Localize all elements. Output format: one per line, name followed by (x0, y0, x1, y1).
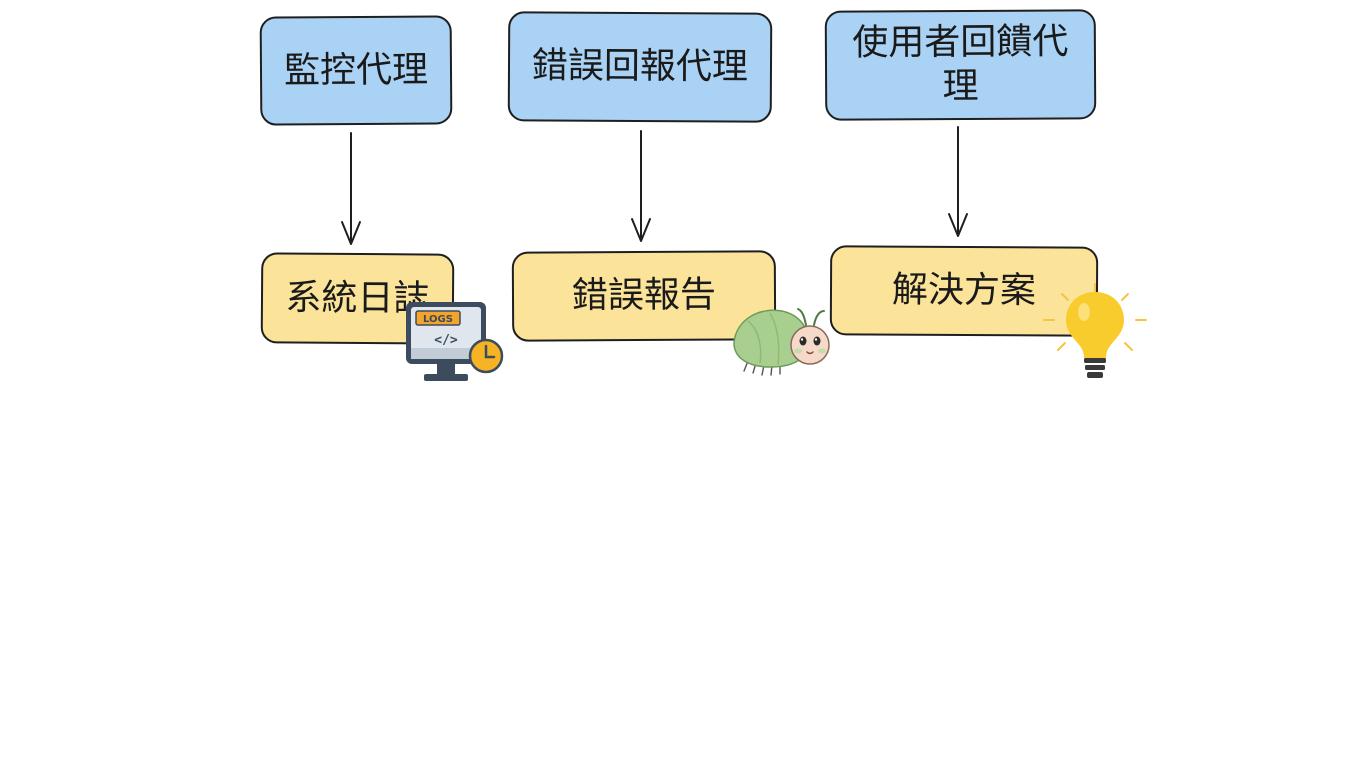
bug-icon (733, 308, 830, 376)
arrow-error-to-report (631, 130, 651, 242)
node-label: 使用者回饋代理 (852, 21, 1069, 108)
user-feedback-agent-node: 使用者回饋代理 (824, 9, 1097, 121)
node-label: 監控代理 (283, 48, 429, 92)
lightbulb-icon (1043, 283, 1147, 378)
arrow-feedback-to-solution (948, 126, 968, 237)
clock-icon (468, 338, 504, 374)
node-label: 解決方案 (891, 269, 1037, 312)
arrow-monitor-to-logs (341, 132, 361, 245)
monitor-logs-icon: LOGS </> (406, 302, 504, 381)
code-glyph-text: </> (434, 333, 458, 348)
monitoring-agent-node: 監控代理 (259, 15, 453, 126)
node-label: 錯誤報告 (571, 274, 717, 317)
node-label: 錯誤回報代理 (531, 45, 749, 88)
logs-badge-text: LOGS (423, 314, 453, 325)
error-report-agent-node: 錯誤回報代理 (507, 11, 773, 123)
